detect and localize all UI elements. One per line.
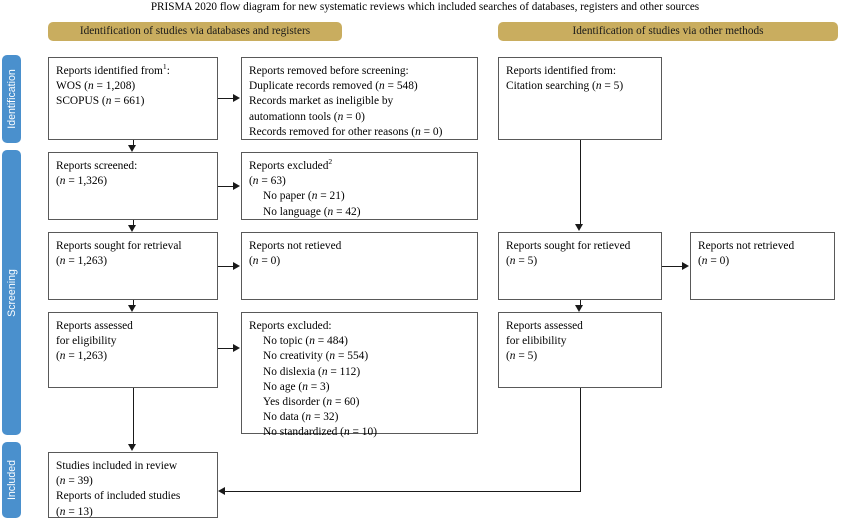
removed-other-reasons: Records removed for other reasons (n = 0…: [249, 125, 443, 138]
connector-other-identified-to-sought: [580, 140, 581, 225]
phase-label-screening: Screening: [5, 268, 18, 317]
phase-tab-identification: Identification: [2, 55, 21, 143]
arrowhead-sought-to-not-retrieved: [233, 262, 240, 270]
box-reports-excluded-screening: Reports excluded2 (n = 63) No paper (n =…: [241, 152, 478, 220]
reports-identified-line1: Reports identified from1:: [56, 62, 170, 77]
box-studies-included: Studies included in review (n = 39) Repo…: [48, 452, 218, 518]
not-retrieved-count: (n = 0): [249, 255, 281, 268]
phase-label-identification: Identification: [5, 69, 18, 129]
arrowhead-other-assessed-to-included: [218, 487, 225, 495]
page-title: PRISMA 2020 flow diagram for new systema…: [150, 1, 700, 13]
connector-assessed-to-excluded: [218, 348, 234, 349]
removed-ineligible-1: Records market as ineligible by: [249, 95, 394, 108]
banner-other-methods: Identification of studies via other meth…: [498, 22, 838, 41]
arrowhead-screened-to-sought: [128, 225, 136, 232]
other-not-retrieved-line1: Reports not retrieved: [698, 240, 795, 252]
connector-screened-to-excluded: [218, 186, 234, 187]
box-reports-screened: Reports screened: (n = 1,326): [48, 152, 218, 220]
other-sought-count: (n = 5): [506, 255, 538, 268]
phase-tab-included: Included: [2, 442, 21, 518]
phase-label-included: Included: [5, 459, 18, 501]
connector-other-sought-to-assessed: [580, 300, 581, 306]
other-assessed-line2: for elibibility: [506, 335, 567, 348]
reports-identified-wos: WOS (n = 1,208): [56, 80, 136, 93]
excluded-screen-reason: No language (n = 42): [263, 205, 361, 218]
connector-other-assessed-elbow-vertical: [580, 388, 581, 492]
screened-line1: Reports screened:: [56, 160, 138, 172]
excluded-elig-reason: No age (n = 3): [263, 380, 330, 393]
excluded-elig-reason: No creativity (n = 554): [263, 350, 369, 363]
arrowhead-identified-to-removed: [233, 94, 240, 102]
arrowhead-assessed-to-excluded: [233, 344, 240, 352]
excluded-elig-reason: Yes disorder (n = 60): [263, 396, 360, 409]
arrowhead-assessed-to-included: [128, 444, 136, 451]
connector-screened-to-sought: [133, 220, 134, 226]
removed-line1: Reports removed before screening:: [249, 65, 409, 77]
box-other-reports-sought: Reports sought for retieved (n = 5): [498, 232, 662, 300]
assessed-count: (n = 1,263): [56, 350, 108, 363]
box-reports-removed-before-screening: Reports removed before screening: Duplic…: [241, 57, 478, 140]
box-reports-assessed-eligibility: Reports assessed for eligibility (n = 1,…: [48, 312, 218, 388]
sought-line1: Reports sought for retrieval: [56, 240, 182, 252]
excluded-screen-count: (n = 63): [249, 175, 286, 188]
box-other-reports-not-retrieved: Reports not retrieved (n = 0): [690, 232, 835, 300]
excluded-elig-reason: No dislexia (n = 112): [263, 365, 361, 378]
other-assessed-line1: Reports assessed: [506, 320, 583, 332]
excluded-elig-reason: No data (n = 32): [263, 411, 339, 424]
excluded-elig-reason: No topic (n = 484): [263, 335, 348, 348]
screened-count: (n = 1,326): [56, 175, 108, 188]
box-reports-excluded-eligibility: Reports excluded: No topic (n = 484) No …: [241, 312, 478, 438]
arrowhead-other-sought-to-not-retrieved: [682, 262, 689, 270]
removed-ineligible-2: automationn tools (n = 0): [249, 110, 365, 123]
connector-sought-to-not-retrieved: [218, 266, 234, 267]
box-other-reports-identified: Reports identified from: Citation search…: [498, 57, 662, 140]
box-reports-sought-retrieval: Reports sought for retrieval (n = 1,263): [48, 232, 218, 300]
connector-other-assessed-elbow-horizontal: [225, 491, 581, 492]
assessed-line1: Reports assessed: [56, 320, 133, 332]
phase-tab-screening: Screening: [2, 150, 21, 435]
other-sought-line1: Reports sought for retieved: [506, 240, 631, 252]
included-reports-line: Reports of included studies: [56, 490, 181, 503]
arrowhead-screened-to-excluded: [233, 182, 240, 190]
other-not-retrieved-count: (n = 0): [698, 255, 730, 268]
connector-sought-to-assessed: [133, 300, 134, 306]
arrowhead-identified-to-screened: [128, 145, 136, 152]
connector-identified-to-removed: [218, 98, 234, 99]
box-reports-identified: Reports identified from1: WOS (n = 1,208…: [48, 57, 218, 140]
excluded-screen-reason: No paper (n = 21): [263, 190, 345, 203]
not-retrieved-line1: Reports not retieved: [249, 240, 342, 252]
removed-duplicates: Duplicate records removed (n = 548): [249, 80, 418, 93]
other-identified-line1: Reports identified from:: [506, 65, 617, 77]
reports-identified-scopus: SCOPUS (n = 661): [56, 95, 145, 108]
connector-identified-to-screened: [133, 140, 134, 146]
connector-assessed-to-included: [133, 388, 134, 445]
box-reports-not-retrieved: Reports not retieved (n = 0): [241, 232, 478, 300]
included-line1: Studies included in review: [56, 460, 178, 472]
sought-count: (n = 1,263): [56, 255, 108, 268]
connector-other-sought-to-not-retrieved: [662, 266, 683, 267]
excluded-screen-line1: Reports excluded2: [249, 157, 333, 172]
included-reports-count: (n = 13): [56, 505, 93, 518]
other-assessed-count: (n = 5): [506, 350, 538, 363]
box-other-reports-assessed: Reports assessed for elibibility (n = 5): [498, 312, 662, 388]
included-count: (n = 39): [56, 475, 93, 488]
excluded-elig-reason: No standardized (n = 10): [263, 426, 377, 439]
other-identified-citation: Citation searching (n = 5): [506, 80, 624, 93]
banner-databases-registers: Identification of studies via databases …: [48, 22, 342, 41]
arrowhead-other-identified-to-sought: [575, 224, 583, 231]
assessed-line2: for eligibility: [56, 335, 117, 348]
arrowhead-other-sought-to-assessed: [575, 305, 583, 312]
excluded-elig-line1: Reports excluded:: [249, 320, 332, 332]
arrowhead-sought-to-assessed: [128, 305, 136, 312]
